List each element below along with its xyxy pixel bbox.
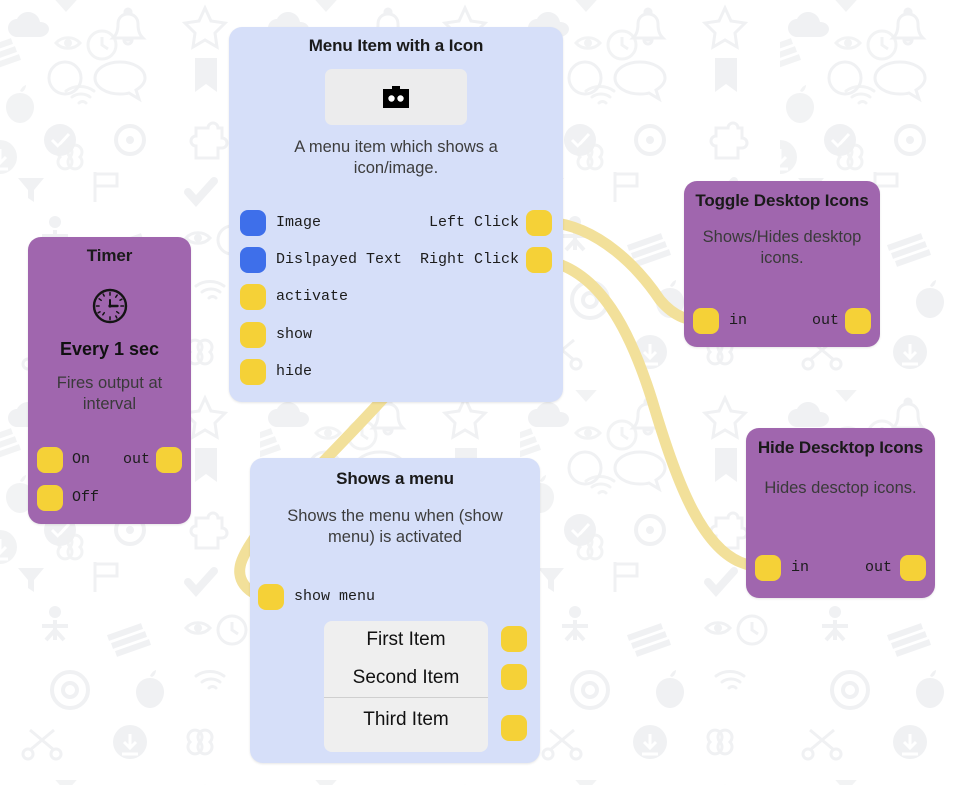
port-in-show-menu[interactable]: [258, 584, 284, 610]
port-label-show-menu: show menu: [294, 588, 376, 605]
port-in-off[interactable]: [37, 485, 63, 511]
port-in-displayed-text[interactable]: [240, 247, 266, 273]
node-title: Menu Item with a Icon: [308, 36, 484, 55]
port-label-out: out: [122, 451, 150, 468]
port-out-second-item[interactable]: [501, 664, 527, 690]
port-label-in: in: [729, 312, 748, 329]
port-label-in: in: [791, 559, 810, 576]
port-out-first-item[interactable]: [501, 626, 527, 652]
clock-icon: [92, 288, 128, 324]
node-toggle-desktop-icons[interactable]: Toggle Desktop Icons Shows/Hides desktop…: [684, 181, 880, 347]
port-label-left-click: Left Click: [428, 214, 519, 231]
node-title: Shows a menu: [336, 469, 454, 488]
list-item[interactable]: Third Item: [363, 709, 449, 730]
node-shows-a-menu[interactable]: Shows a menu Shows the menu when (show m…: [250, 458, 540, 763]
port-label-show: show: [276, 326, 313, 343]
port-out-out[interactable]: [845, 308, 871, 334]
node-title: Hide Descktop Icons: [757, 438, 924, 457]
port-in-on[interactable]: [37, 447, 63, 473]
node-description: Shows/Hides desktop icons.: [702, 228, 862, 267]
port-out-third-item[interactable]: [501, 715, 527, 741]
port-in-show[interactable]: [240, 322, 266, 348]
icon-preview-chip[interactable]: [325, 69, 467, 125]
port-out-out[interactable]: [900, 555, 926, 581]
port-in-in[interactable]: [693, 308, 719, 334]
port-out-out[interactable]: [156, 447, 182, 473]
node-title: Toggle Desktop Icons: [695, 191, 869, 210]
port-label-out: out: [811, 312, 839, 329]
port-label-right-click: Right Click: [419, 251, 519, 268]
node-menu-item-with-icon[interactable]: Menu Item with a Icon A menu item which …: [229, 27, 563, 402]
node-description: Fires output at interval: [56, 374, 163, 413]
menu-list-widget[interactable]: First Item Second Item Third Item: [324, 621, 488, 752]
port-label-hide: hide: [276, 363, 313, 380]
menu-separator: [324, 697, 488, 698]
port-label-image: Image: [276, 214, 322, 231]
node-hide-desktop-icons[interactable]: Hide Descktop Icons Hides desctop icons.…: [746, 428, 935, 598]
node-description: Shows the menu when (show menu) is activ…: [287, 507, 503, 546]
node-description: Hides desctop icons.: [764, 479, 917, 497]
port-label-on: On: [72, 451, 91, 468]
list-item[interactable]: First Item: [366, 629, 446, 650]
node-timer[interactable]: Timer Every 1 sec Fires output at interv…: [28, 237, 191, 524]
timer-interval-value[interactable]: Every 1 sec: [59, 339, 160, 359]
port-in-image[interactable]: [240, 210, 266, 236]
port-label-activate: activate: [276, 288, 349, 305]
port-in-in[interactable]: [755, 555, 781, 581]
cassette-icon: [383, 86, 409, 108]
port-label-out: out: [864, 559, 892, 576]
node-description: A menu item which shows a icon/image.: [294, 138, 498, 177]
port-out-right-click[interactable]: [526, 247, 552, 273]
node-title: Timer: [86, 246, 133, 265]
list-item[interactable]: Second Item: [352, 667, 460, 688]
port-in-hide[interactable]: [240, 359, 266, 385]
port-out-left-click[interactable]: [526, 210, 552, 236]
port-label-off: Off: [72, 489, 100, 506]
port-in-activate[interactable]: [240, 284, 266, 310]
